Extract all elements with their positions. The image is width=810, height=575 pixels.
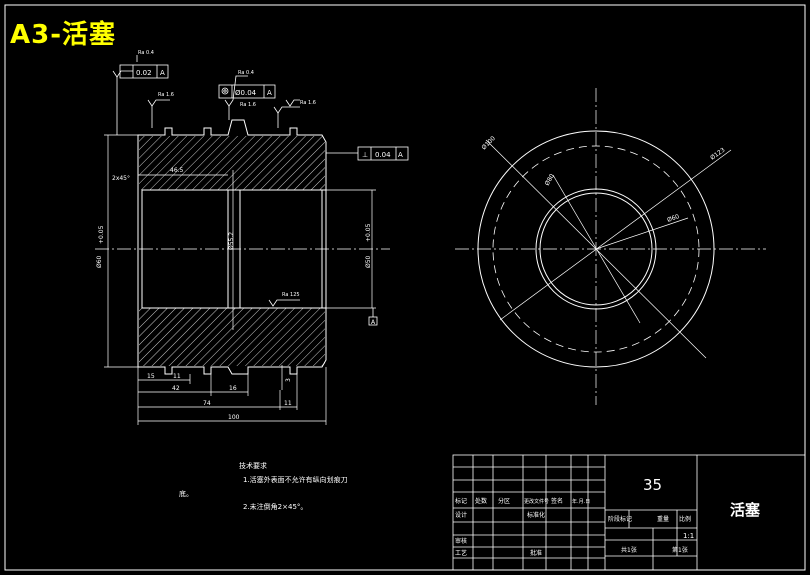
- dim-groove-dia: Ø55.2: [228, 232, 235, 250]
- dim-465: 46.5: [170, 167, 184, 174]
- dim-bore-dia-tol: +0.05: [365, 223, 372, 242]
- tb-sheets: 共1张: [621, 546, 637, 554]
- tb-approve: 批准: [530, 549, 542, 557]
- tol-coaxial-datum: A: [267, 89, 272, 97]
- dim-3: 3: [285, 378, 292, 382]
- tol-runout: 0.02: [136, 69, 152, 77]
- dim-11b: 11: [284, 400, 292, 407]
- tb-process: 工艺: [455, 549, 467, 557]
- ra-125: Ra 125: [282, 292, 300, 298]
- datum-a: A: [371, 319, 376, 326]
- dim-100: 100: [228, 414, 240, 421]
- tb-mark: 标记: [455, 497, 467, 505]
- outer-frame: [4, 4, 806, 571]
- tol-runout-datum: A: [160, 69, 165, 77]
- tol-perp-symbol: ⊥: [362, 151, 368, 159]
- ra-16-a: Ra 1.6: [158, 92, 174, 98]
- ra-16-b: Ra 1.6: [240, 102, 256, 108]
- tb-stage: 阶段标记: [608, 515, 632, 523]
- tech-req-item-2: 2.未注倒角2×45°。: [243, 502, 307, 511]
- dim-outer-dia-tol: +0.05: [98, 225, 105, 244]
- section-view: Ø60 +0.05 Ø50 +0.05 46.5 2x45° Ø55.2 15 …: [95, 50, 409, 425]
- ra-04-a: Ra 0.4: [138, 50, 154, 56]
- tb-design: 设计: [455, 511, 467, 519]
- dim-chamfer: 2x45°: [112, 175, 130, 182]
- ra-16-c: Ra 1.6: [300, 100, 316, 106]
- dim-16: 16: [229, 385, 237, 392]
- tb-date: 年.月.日: [572, 498, 590, 505]
- dim-11a: 11: [173, 373, 181, 380]
- tech-requirements: 技术要求 1.活塞外表面不允许有纵向划痕刀 2.未注倒角2×45°。 底。: [179, 461, 348, 511]
- tb-review: 审核: [455, 537, 467, 545]
- title-block-text: 标记 处数 分区 更改文件号 签名 年.月.日 设计 标准化 审核 工艺 批准 …: [455, 476, 761, 557]
- tb-ratio: 比例: [679, 515, 691, 523]
- tb-material: 35: [643, 476, 662, 494]
- tb-signature: 签名: [551, 497, 563, 505]
- tol-perp: 0.04: [375, 151, 391, 159]
- hatch-bottom: [139, 308, 325, 366]
- tb-weight: 重量: [657, 515, 669, 523]
- tech-req-left-mark: 底。: [179, 489, 193, 498]
- tech-req-item-1: 1.活塞外表面不允许有纵向划痕刀: [243, 475, 348, 484]
- tol-coaxial: Ø0.04: [235, 89, 257, 97]
- tb-count: 处数: [475, 497, 487, 505]
- tb-sheet-no: 第1张: [672, 546, 688, 554]
- dim-15: 15: [147, 373, 155, 380]
- tb-change-doc: 更改文件号: [524, 498, 549, 505]
- tol-perp-datum: A: [398, 151, 403, 159]
- tb-scale: 1:1: [683, 532, 694, 540]
- ra-04-b: Ra 0.4: [238, 70, 254, 76]
- drawing-title: A3-活塞: [10, 20, 117, 50]
- tb-zone: 分区: [498, 497, 510, 505]
- dim-bore-dia: Ø50: [365, 255, 372, 268]
- end-view: Ø100 Ø80 Ø60 Ø123: [455, 88, 766, 405]
- dim-d80: Ø80: [544, 173, 556, 187]
- tech-req-heading: 技术要求: [239, 461, 267, 470]
- dim-outer-dia: Ø60: [96, 255, 103, 268]
- tb-drawing-name: 活塞: [730, 501, 761, 519]
- dim-d100: Ø100: [480, 135, 497, 152]
- dim-42: 42: [172, 385, 180, 392]
- dim-d60: Ø60: [666, 213, 680, 224]
- piston-outer-profile: [137, 119, 327, 375]
- tb-standard: 标准化: [527, 511, 545, 519]
- hatch-top: [139, 136, 325, 190]
- title-block: [452, 454, 806, 571]
- dim-74: 74: [203, 400, 211, 407]
